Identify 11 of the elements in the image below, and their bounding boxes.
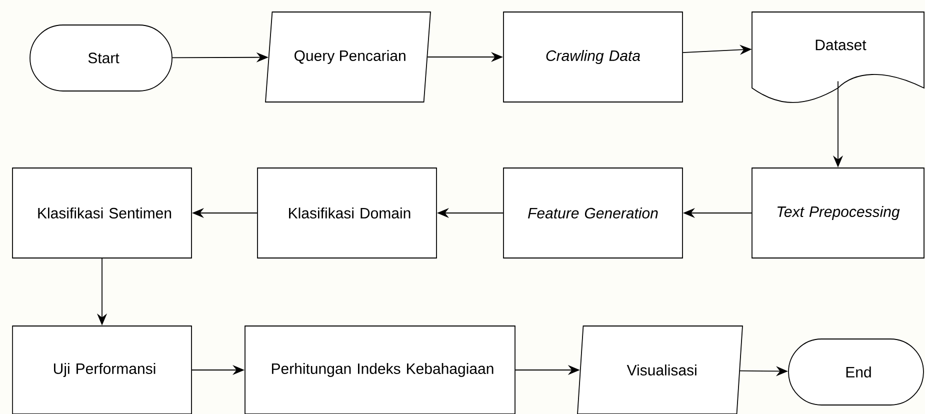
process-box: Crawling Data	[503, 12, 683, 102]
start-terminal: Start	[30, 24, 172, 92]
process-box: Feature Generation	[503, 168, 683, 258]
input-parallelogram: Query Pencarian	[265, 12, 431, 102]
process-box: Klasifikasi Sentimen	[12, 168, 192, 258]
process-box: Perhitungan Indeks Kebahagiaan	[244, 326, 516, 414]
output-parallelogram: Visualisasi	[577, 326, 743, 414]
end-terminal: End	[788, 338, 924, 406]
process-box: Uji Performansi	[12, 326, 192, 414]
process-box: Text Prepocessing	[752, 168, 924, 258]
process-box: Klasifikasi Domain	[257, 168, 437, 258]
